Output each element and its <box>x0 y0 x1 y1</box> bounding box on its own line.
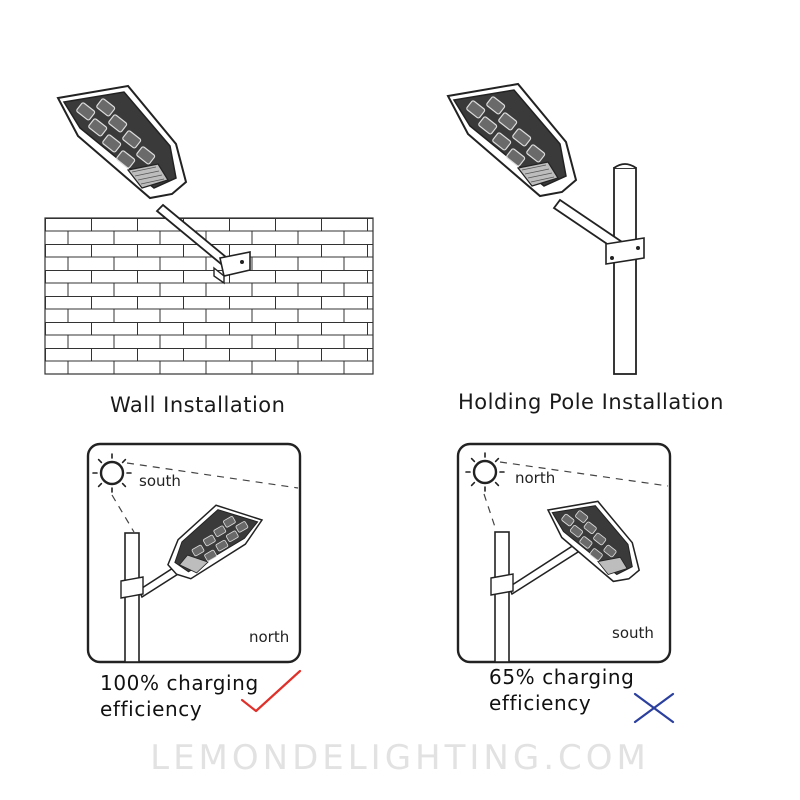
watermark: LEMONDELIGHTING.COM <box>150 738 650 778</box>
brick-wall <box>44 217 374 375</box>
wall-installation-illustration <box>44 85 374 375</box>
pole-installation-illustration <box>447 83 645 375</box>
correct-lamp-direction: north <box>249 628 290 646</box>
incorrect-efficiency-line1: 65% charging <box>489 665 635 689</box>
wall-lamp-head <box>57 85 187 199</box>
pole-clamp <box>605 237 645 265</box>
correct-efficiency-line2: efficiency <box>100 697 203 721</box>
incorrect-lamp-direction: south <box>612 624 654 642</box>
check-icon <box>240 669 302 713</box>
wall-mount-plate <box>219 251 251 277</box>
correct-sun-direction: south <box>139 472 181 490</box>
wall-installation-caption: Wall Installation <box>110 393 286 417</box>
correct-orientation-panel <box>86 442 302 664</box>
incorrect-orientation-panel <box>456 442 672 664</box>
correct-efficiency-line1: 100% charging <box>100 671 259 695</box>
pole <box>613 167 637 375</box>
pole-lamp-head <box>447 83 577 197</box>
cross-icon <box>633 692 675 724</box>
pole-installation-caption: Holding Pole Installation <box>458 390 724 414</box>
incorrect-efficiency-text: 65% charging efficiency <box>489 664 634 716</box>
correct-efficiency-text: 100% charging efficiency <box>100 670 259 722</box>
incorrect-efficiency-line2: efficiency <box>489 691 592 715</box>
incorrect-sun-direction: north <box>515 469 556 487</box>
